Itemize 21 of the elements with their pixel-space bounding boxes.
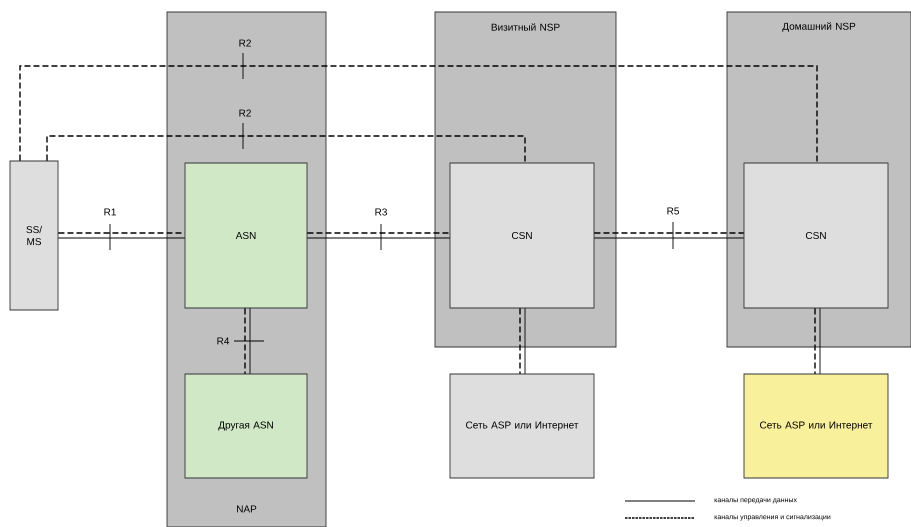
interface-label: R3 [375, 208, 387, 216]
interface-label: R1 [104, 208, 116, 216]
connector-line [307, 232, 450, 234]
network-box: CSN [450, 162, 594, 308]
network-box: Сеть ASP или Интернет [450, 374, 594, 478]
interface-label: R2 [239, 110, 251, 116]
connector-line [524, 308, 526, 374]
connector-line [244, 308, 246, 374]
network-box: Сеть ASP или Интернет [744, 374, 888, 478]
connector-line [19, 65, 818, 163]
connector-line [594, 232, 744, 234]
network-box: Другая ASN [184, 374, 308, 478]
network-box: CSN [744, 162, 888, 308]
connector-line [814, 308, 816, 374]
connector-line [46, 135, 526, 163]
interface-label: R2 [239, 40, 251, 46]
terminal-box: SS/ MS [10, 160, 58, 310]
interface-label: R5 [667, 208, 679, 214]
interface-label: R4 [217, 338, 230, 344]
network-box: ASN [184, 162, 308, 308]
connector-line [519, 308, 521, 374]
